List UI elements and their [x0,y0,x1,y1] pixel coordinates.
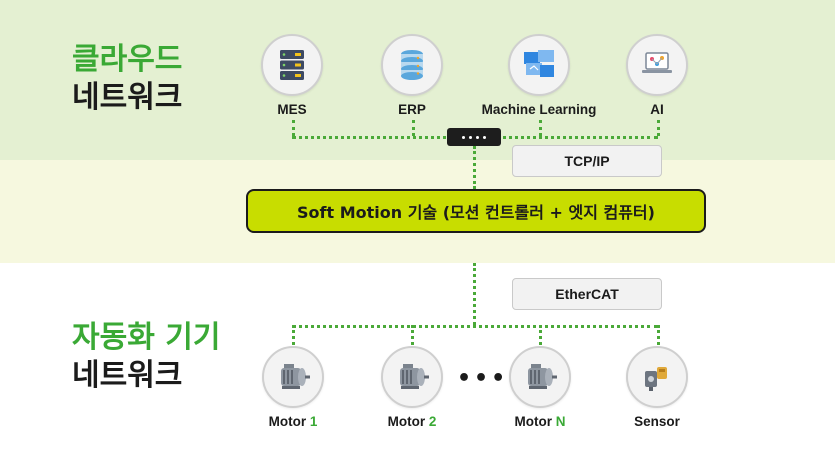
cloud-heading-line1: 클라우드 [72,42,183,77]
device-sensor: Sensor [597,346,717,429]
tcp-ip-label: TCP/IP [512,145,662,177]
device-motor-n: Motor N [480,346,600,429]
ethercat-label: EtherCAT [512,278,662,310]
ml-connector [539,120,542,136]
softmotion-to-devices-line [473,263,476,325]
sensor-icon [626,346,688,408]
softmotion-bar: Soft Motion 기술 (모션 컨트롤러 + 엣지 컴퓨터) [246,189,706,233]
erp-connector [412,120,415,136]
motor-n-text: Motor [514,414,552,429]
motor-icon [509,346,571,408]
motor-n-label: Motor N [480,414,600,429]
laptop-ai-icon [626,34,688,96]
motor-icon [381,346,443,408]
sensor-label: Sensor [634,414,680,429]
device-motor-1: Motor 1 [233,346,353,429]
cloud-heading-line2: 네트워크 [72,80,183,115]
motor-1-number: 1 [309,414,318,429]
motor1-connector [292,325,295,345]
server-rack-icon [261,34,323,96]
device-motor-2: Motor 2 [352,346,472,429]
monitor-windows-icon [508,34,570,96]
cloud-node-mes: MES [232,34,352,117]
motor-2-text: Motor [387,414,426,429]
sensor-connector [657,325,660,345]
motorn-connector [539,325,542,345]
ai-connector [657,120,660,136]
motor-icon [262,346,324,408]
mes-connector [292,120,295,136]
motor-1-label: Motor 1 [233,414,353,429]
cloud-node-ai: AI [597,34,717,117]
mes-label: MES [277,102,307,117]
cloud-node-machine-learning: Machine Learning [479,34,599,117]
motor2-connector [411,325,414,345]
automation-heading-line1: 자동화 기기 [72,320,221,355]
motor-1-text: Motor [268,414,307,429]
device-bus-line [292,325,658,328]
network-switch-icon [447,128,501,146]
machine-learning-label: Machine Learning [481,102,597,117]
cloud-network-heading: 클라우드 네트워크 [72,41,182,117]
ai-label: AI [650,102,664,117]
more-devices-ellipsis: ••• [457,366,509,391]
motor-2-label: Motor 2 [352,414,472,429]
cloud-node-erp: ERP [352,34,472,117]
automation-network-heading: 자동화 기기 네트워크 [72,319,220,395]
motor-n-number: N [555,414,566,429]
database-icon [381,34,443,96]
erp-label: ERP [398,102,426,117]
automation-heading-line2: 네트워크 [72,358,183,393]
motor-2-number: 2 [428,414,437,429]
switch-to-softmotion-line [473,146,476,189]
